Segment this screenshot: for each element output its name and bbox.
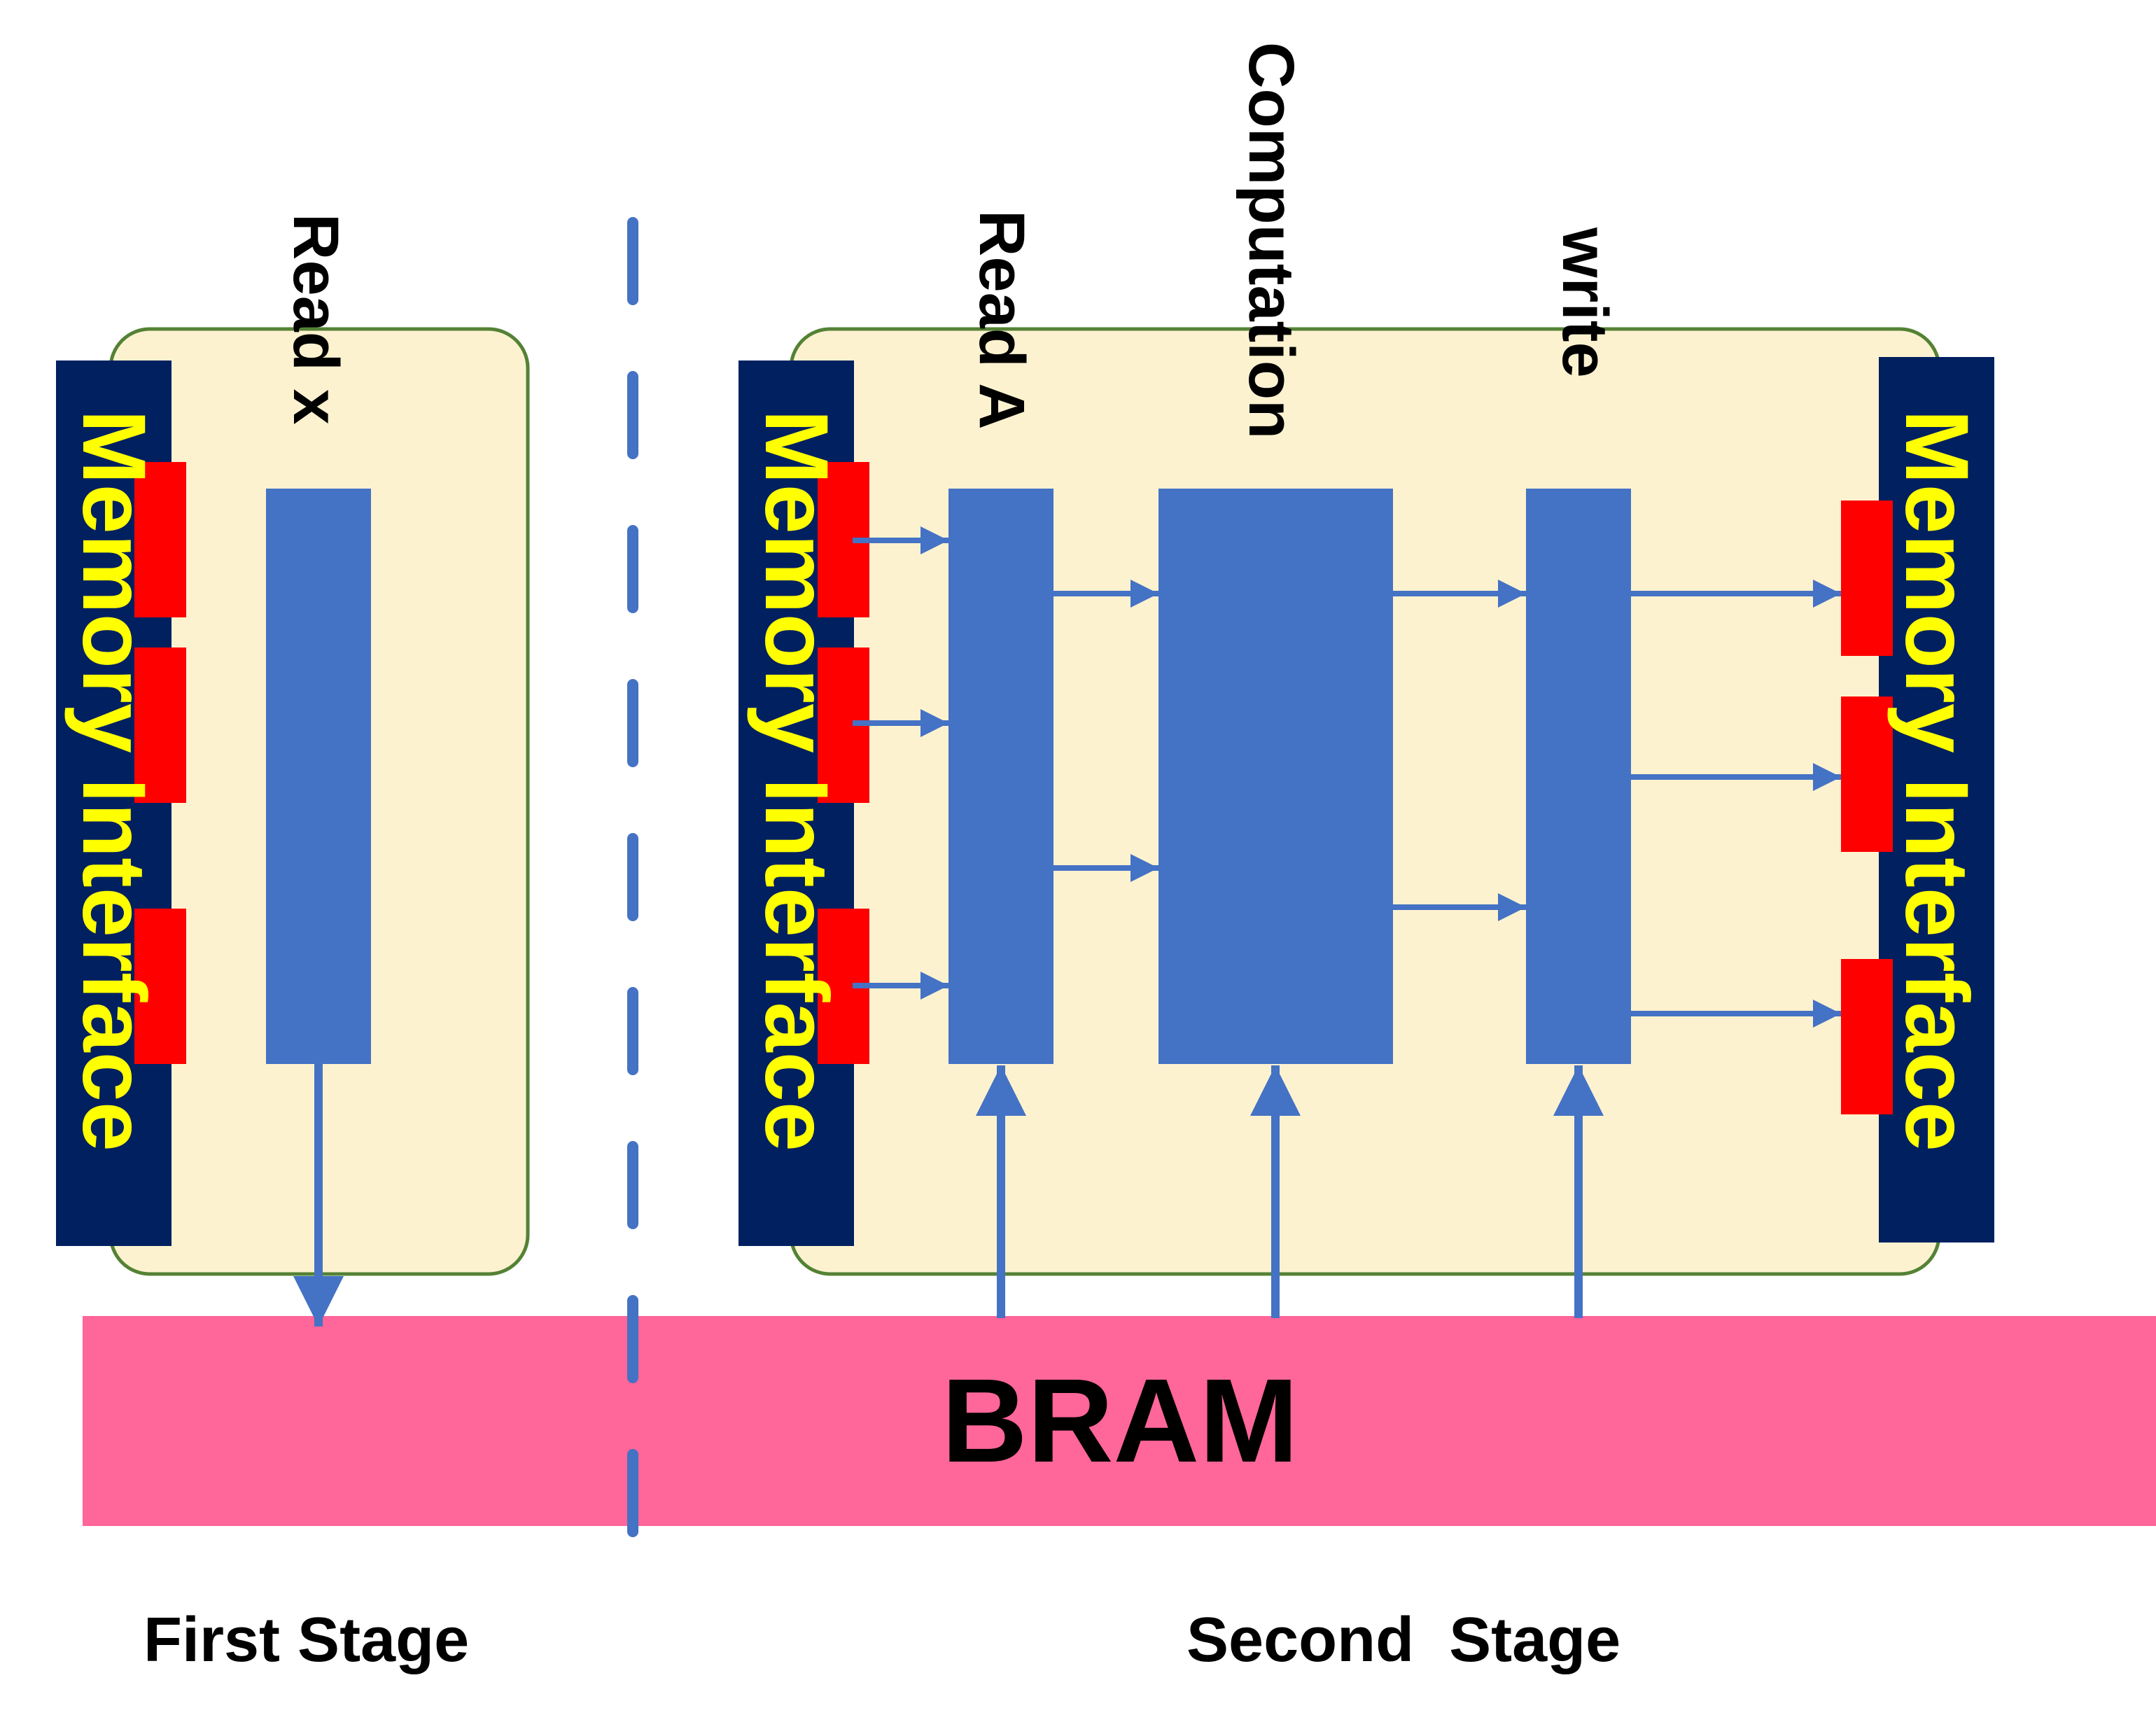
memory-interface-label: Memory Interface — [64, 410, 164, 1152]
read-x-label: Read x — [280, 214, 351, 425]
memory-port — [1841, 500, 1893, 656]
memory-port — [134, 462, 186, 617]
bram-block — [83, 1316, 2156, 1526]
memory-port — [134, 648, 186, 803]
memory-interface-label: Memory Interface — [746, 410, 846, 1152]
bram-label: BRAM — [941, 1354, 1298, 1488]
write-label: write — [1549, 227, 1620, 378]
memory-port — [1841, 696, 1893, 852]
second-stage-caption: Second Stage — [1186, 1605, 1621, 1675]
memory-port — [134, 909, 186, 1064]
memory-port — [1841, 959, 1893, 1114]
read-a-block — [948, 489, 1054, 1064]
computation-block — [1158, 489, 1393, 1064]
memory-interface-label: Memory Interface — [1886, 410, 1987, 1152]
read-x-block — [266, 489, 371, 1064]
computation-label: Computation — [1236, 42, 1307, 440]
read-a-label: Read A — [966, 210, 1037, 430]
write-block — [1526, 489, 1631, 1064]
memory-interface-right — [1879, 357, 1994, 1242]
first-stage-caption: First Stage — [144, 1605, 470, 1675]
